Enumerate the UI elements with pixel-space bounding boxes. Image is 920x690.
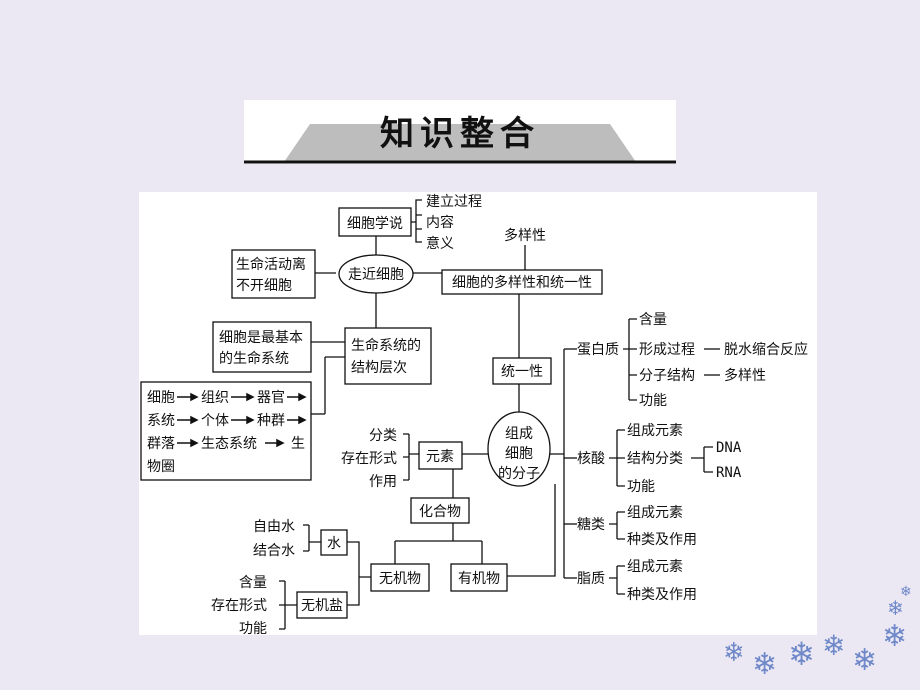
level-organ: 器官 <box>257 390 285 406</box>
water-node: 水 <box>320 529 348 556</box>
basic-life-line2: 的生命系统 <box>219 350 289 367</box>
lipid-types: 种类及作用 <box>627 587 697 603</box>
element-node: 元素 <box>418 441 463 470</box>
compose-line1: 组成 <box>505 426 533 442</box>
nucleic-elements: 组成元素 <box>627 423 683 439</box>
diversity-unity-label: 细胞的多样性和统一性 <box>452 274 592 291</box>
nucleic-struct-class: 结构分类 <box>627 451 683 467</box>
life-system-line2: 结构层次 <box>351 360 407 376</box>
snowflake-icon: ❄ <box>887 596 904 620</box>
diversity-unity-node: 细胞的多样性和统一性 <box>441 269 603 295</box>
protein-diversity: 多样性 <box>724 367 766 384</box>
snowflake-icon: ❄ <box>752 647 778 682</box>
life-activity-line2: 不开细胞 <box>236 278 292 294</box>
protein-formation: 形成过程 <box>639 342 695 358</box>
life-activity-node: 生命活动离 不开细胞 <box>231 249 316 299</box>
snowflake-icon: ❄ <box>788 635 815 673</box>
basic-life-line1: 细胞是最基本 <box>219 329 303 346</box>
level-ecosystem: 生态系统 <box>201 436 257 452</box>
protein-label: 蛋白质 <box>577 342 619 358</box>
classify-label: 分类 <box>369 428 397 444</box>
function-role-label: 作用 <box>369 474 397 490</box>
inorganic-node: 无机物 <box>370 563 430 592</box>
nucleic-label: 核酸 <box>577 451 605 467</box>
protein-function: 功能 <box>639 393 667 409</box>
nucleic-function: 功能 <box>627 479 655 495</box>
level-tissue: 组织 <box>201 390 229 406</box>
salt-form-label: 存在形式 <box>211 598 267 614</box>
life-activity-line1: 生命活动离 <box>236 256 306 273</box>
salt-node: 无机盐 <box>296 591 348 619</box>
cell-theory-label: 细胞学说 <box>347 216 403 232</box>
level-population: 种群 <box>257 413 285 429</box>
life-system-node: 生命系统的 结构层次 <box>344 327 432 385</box>
concept-map-svg: 细胞学说 建立过程 内容 意义 走近细胞 生命活动离 不开细胞 细胞的多样性和统… <box>140 194 808 635</box>
compose-line3: 的分子 <box>498 466 540 482</box>
level-cell: 细胞 <box>147 390 175 406</box>
protein-structure: 分子结构 <box>639 368 695 384</box>
snowflake-icon: ❄ <box>723 638 745 668</box>
inorganic-label: 无机物 <box>379 571 421 587</box>
lipid-elements: 组成元素 <box>627 559 683 575</box>
approach-cell-node: 走近细胞 <box>338 254 414 294</box>
snowflake-icon: ❄ <box>822 629 846 662</box>
unity-label: 统一性 <box>501 364 543 380</box>
sugar-elements: 组成元素 <box>627 505 683 521</box>
lipid-label: 脂质 <box>577 571 605 587</box>
salt-content-label: 含量 <box>239 575 267 591</box>
sugar-label: 糖类 <box>577 517 605 533</box>
basic-life-node: 细胞是最基本 的生命系统 <box>212 321 312 373</box>
salt-label: 无机盐 <box>301 598 343 614</box>
cell-theory-node: 细胞学说 <box>338 207 412 237</box>
protein-dehydration: 脱水缩合反应 <box>724 341 808 358</box>
meaning-label: 意义 <box>426 235 454 252</box>
unity-node: 统一性 <box>492 357 552 385</box>
level-individual: 个体 <box>201 413 229 429</box>
banner-trapezoid <box>244 124 676 164</box>
organic-label: 有机物 <box>458 571 500 587</box>
concept-map: 细胞学说 建立过程 内容 意义 走近细胞 生命活动离 不开细胞 细胞的多样性和统… <box>139 192 817 635</box>
level-community: 群落 <box>147 436 175 452</box>
life-system-line1: 生命系统的 <box>351 337 421 354</box>
rna-label: RNA <box>716 465 742 481</box>
protein-content: 含量 <box>639 312 667 328</box>
element-label: 元素 <box>426 449 454 465</box>
sugar-types: 种类及作用 <box>627 532 697 548</box>
establish-label: 建立过程 <box>426 194 482 210</box>
water-label: 水 <box>327 536 341 552</box>
existence-form-label: 存在形式 <box>341 451 397 467</box>
compose-line2: 细胞 <box>505 446 533 462</box>
organic-node: 有机物 <box>450 563 508 592</box>
snowflake-icon: ❄ <box>900 584 912 600</box>
banner-title: 知识整合 <box>380 114 540 154</box>
level-arrows <box>177 392 307 448</box>
snowflake-icon: ❄ <box>852 643 878 678</box>
approach-cell-label: 走近细胞 <box>348 267 404 283</box>
snowflake-icon: ❄ <box>882 619 908 654</box>
level-bio-1: 生 <box>291 436 305 452</box>
dna-label: DNA <box>716 440 742 456</box>
compound-node: 化合物 <box>410 497 470 524</box>
content-label: 内容 <box>426 214 454 231</box>
level-system: 系统 <box>147 413 175 429</box>
compound-label: 化合物 <box>419 504 461 520</box>
level-bio-2: 物圈 <box>147 459 175 475</box>
connector-lines <box>279 199 720 630</box>
diversity-label: 多样性 <box>504 227 546 244</box>
title-banner: 知识整合 <box>244 100 676 164</box>
bound-water-label: 结合水 <box>253 543 295 559</box>
salt-function-label: 功能 <box>239 621 267 635</box>
levels-node: 细胞 组织 器官 系统 个体 种群 群落 生态系统 生 物圈 <box>140 381 312 481</box>
free-water-label: 自由水 <box>253 519 295 535</box>
cell-molecules-node: 组成 细胞 的分子 <box>487 411 551 487</box>
